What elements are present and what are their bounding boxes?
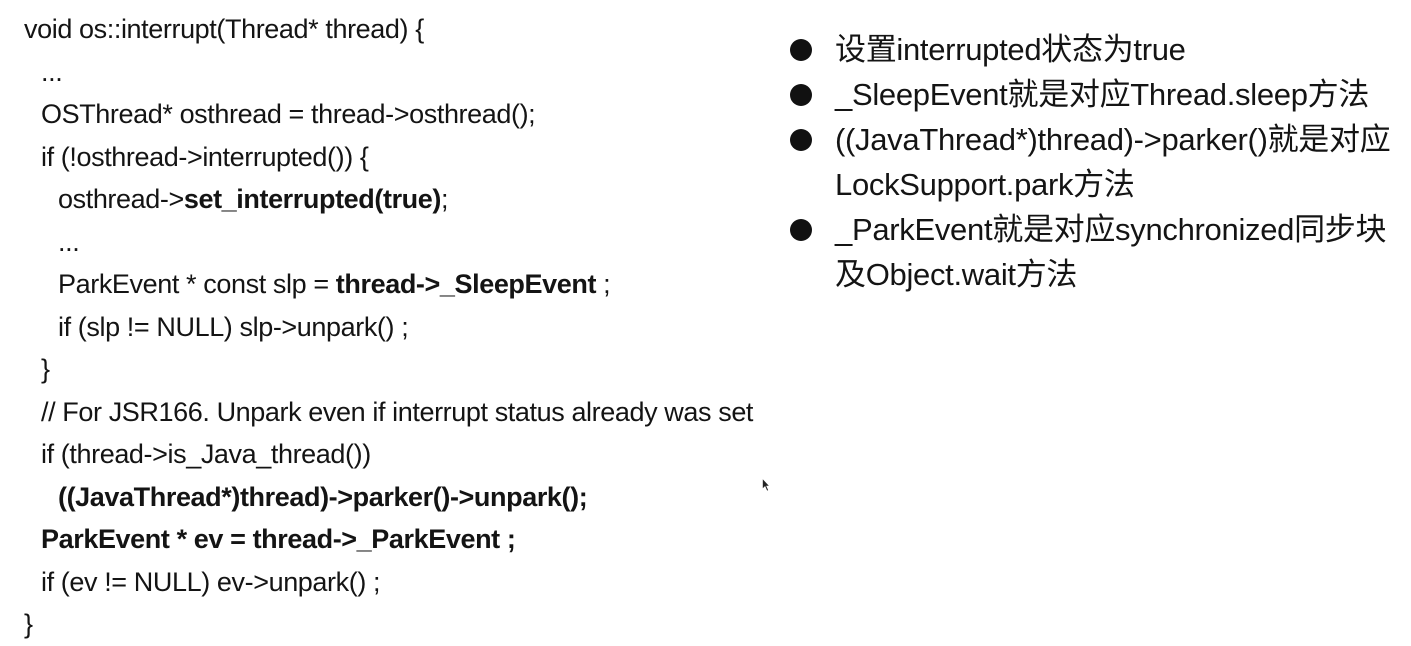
- code-bold-segment: ((JavaThread*)thread)->parker()->unpark(…: [58, 481, 588, 512]
- code-line: OSThread* osthread = thread->osthread();: [24, 93, 884, 136]
- bullet-item: _SleepEvent就是对应Thread.sleep方法: [790, 72, 1400, 117]
- code-block: void os::interrupt(Thread* thread) {...O…: [24, 8, 884, 646]
- bullet-text: _SleepEvent就是对应Thread.sleep方法: [835, 77, 1370, 112]
- bullet-dot-icon: [790, 219, 812, 241]
- code-line: }: [24, 348, 884, 391]
- code-line: // For JSR166. Unpark even if interrupt …: [24, 391, 884, 434]
- code-bold-segment: ParkEvent * ev = thread->_ParkEvent ;: [41, 524, 516, 554]
- bullet-item: _ParkEvent就是对应synchronized同步块及Object.wai…: [790, 207, 1400, 297]
- code-line: void os::interrupt(Thread* thread) {: [24, 8, 884, 51]
- code-segment: }: [24, 609, 33, 639]
- code-segment: ...: [41, 56, 63, 87]
- code-segment: }: [41, 354, 50, 384]
- code-segment: if (slp != NULL) slp->unpark() ;: [58, 311, 409, 342]
- code-segment: ;: [596, 269, 611, 299]
- code-segment: // For JSR166. Unpark even if interrupt …: [41, 396, 754, 427]
- bullet-dot-icon: [790, 129, 812, 151]
- code-line: if (ev != NULL) ev->unpark() ;: [24, 561, 884, 604]
- code-line: }: [24, 603, 884, 646]
- code-line: ParkEvent * const slp = thread->_SleepEv…: [24, 263, 884, 306]
- code-segment: OSThread* osthread = thread->osthread();: [41, 99, 536, 129]
- code-segment: ParkEvent * const slp =: [58, 269, 336, 299]
- code-segment: if (ev != NULL) ev->unpark() ;: [41, 566, 381, 597]
- bullet-dot-icon: [790, 84, 812, 106]
- bullet-dot-icon: [790, 39, 812, 61]
- code-line: osthread->set_interrupted(true);: [24, 178, 884, 221]
- code-line: ...: [24, 51, 884, 94]
- code-segment: void os::interrupt(Thread* thread) {: [24, 14, 424, 44]
- bullet-text: 设置interrupted状态为true: [835, 32, 1186, 67]
- bullet-item: 设置interrupted状态为true: [790, 27, 1400, 72]
- code-line: ...: [24, 221, 884, 264]
- code-line: if (slp != NULL) slp->unpark() ;: [24, 306, 884, 349]
- code-segment: osthread->: [58, 184, 184, 214]
- code-segment: ;: [440, 184, 449, 214]
- code-segment: if (thread->is_Java_thread()): [41, 439, 371, 469]
- code-segment: ...: [58, 226, 80, 257]
- code-line: ParkEvent * ev = thread->_ParkEvent ;: [24, 518, 884, 561]
- bullet-list: 设置interrupted状态为true _SleepEvent就是对应Thre…: [790, 27, 1400, 297]
- bullet-text: _ParkEvent就是对应synchronized同步块及Object.wai…: [835, 212, 1387, 292]
- code-line: if (thread->is_Java_thread()): [24, 433, 884, 476]
- code-segment: if (!osthread->interrupted()) {: [41, 141, 369, 172]
- code-line: if (!osthread->interrupted()) {: [24, 136, 884, 179]
- code-bold-segment: thread->_SleepEvent: [335, 269, 597, 299]
- code-line: ((JavaThread*)thread)->parker()->unpark(…: [24, 476, 884, 519]
- bullet-item: ((JavaThread*)thread)->parker()就是对应LockS…: [790, 117, 1400, 207]
- bullet-text: ((JavaThread*)thread)->parker()就是对应LockS…: [835, 122, 1391, 202]
- code-bold-segment: set_interrupted(true): [183, 184, 442, 214]
- mouse-pointer-icon: [762, 478, 770, 492]
